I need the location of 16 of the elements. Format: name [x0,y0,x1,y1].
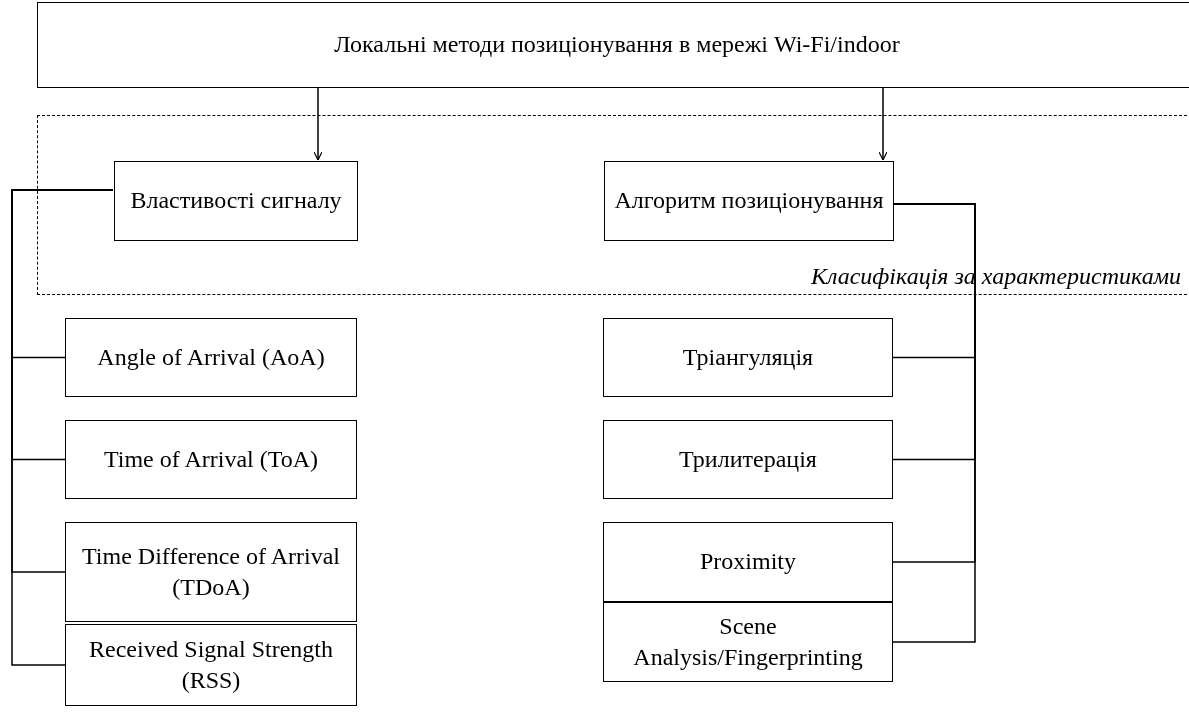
arrow [878,87,888,161]
process-box: Time of Arrival (ToA) [65,420,357,499]
process-box: Received Signal Strength (RSS) [65,624,357,706]
process-box: Тріангуляція [603,318,893,397]
process-box: Time Difference of Arrival (TDoA) [65,522,357,622]
connector-line [892,203,976,643]
process-box: Алгоритм позиціонування [604,161,894,241]
process-box: Scene Analysis/Fingerprinting [603,602,893,682]
process-box: Proximity [603,522,893,602]
dashed-group-region [37,115,1189,295]
process-box: Трилитерація [603,420,893,499]
group-label: Класифікація за характеристиками [810,263,1181,290]
process-box: Локальні методи позиціонування в мережі Wi-Fi/indoor [37,2,1189,88]
process-box: Angle of Arrival (AoA) [65,318,357,397]
arrow [313,87,323,161]
process-box: Властивості сигналу [114,161,358,241]
